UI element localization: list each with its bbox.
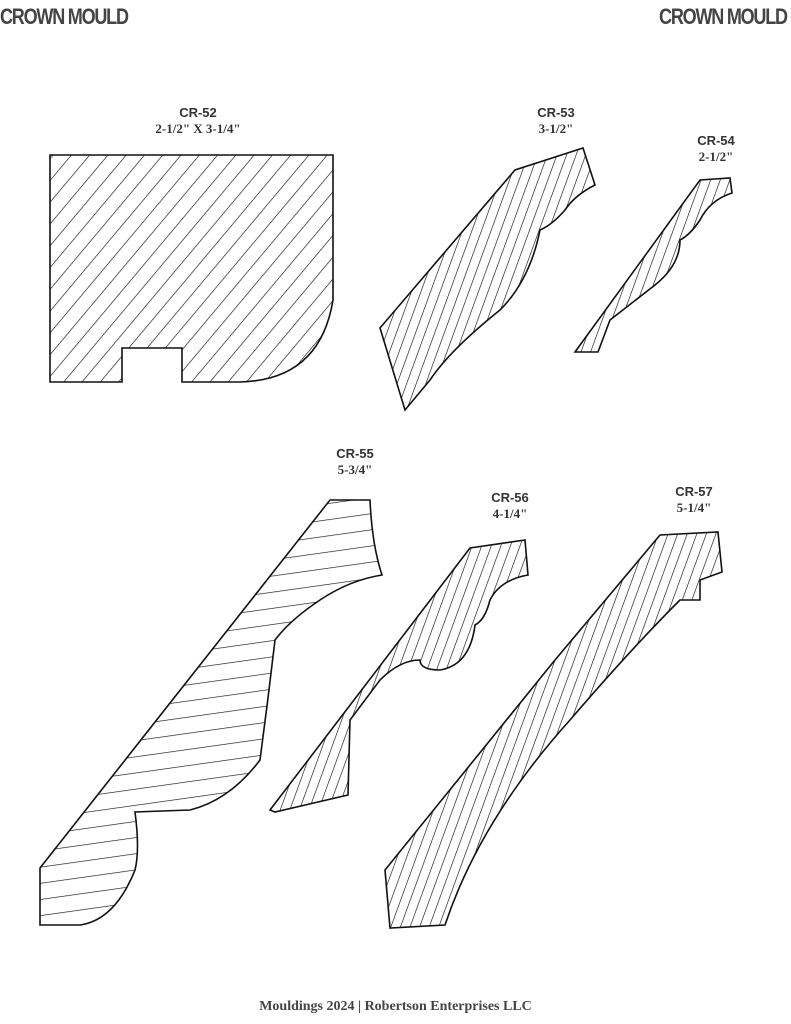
profile-cr-54 — [573, 177, 733, 353]
header-right: CROWN MOULD — [659, 4, 788, 29]
profile-size: 4-1/4" — [492, 506, 528, 521]
profile-code: CR-53 — [537, 105, 575, 120]
profile-cr-55 — [39, 499, 384, 926]
profile-code: CR-54 — [697, 133, 735, 148]
footer: Mouldings 2024 | Robertson Enterprises L… — [259, 999, 532, 1014]
profile-size: 2-1/2" — [698, 149, 734, 164]
profile-cr-57 — [384, 531, 723, 929]
profile-code: CR-52 — [179, 105, 217, 120]
header-left: CROWN MOULD — [0, 4, 129, 29]
profile-size: 3-1/2" — [538, 121, 574, 136]
profile-size: 5-3/4" — [337, 462, 373, 477]
profile-cr-52 — [49, 154, 334, 383]
profile-cr-56 — [268, 539, 529, 813]
profile-cr-53 — [379, 146, 596, 412]
profile-code: CR-56 — [491, 490, 529, 505]
profile-size: 2-1/2" X 3-1/4" — [155, 121, 241, 136]
profile-code: CR-55 — [336, 446, 374, 461]
profile-code: CR-57 — [675, 484, 713, 499]
profile-size: 5-1/4" — [676, 500, 712, 515]
